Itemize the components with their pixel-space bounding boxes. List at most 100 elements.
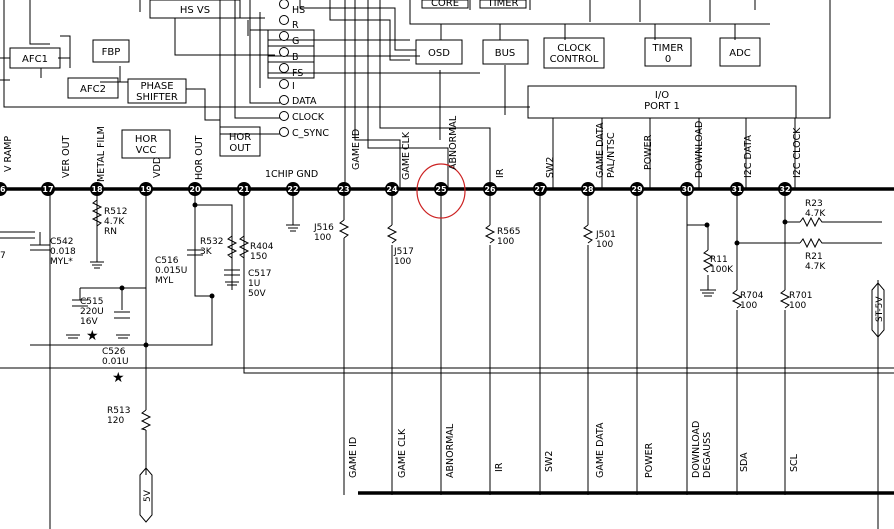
clock-control-label: CONTROL [550, 54, 599, 65]
signal-b: B [292, 52, 299, 63]
pin-number: 18 [91, 185, 103, 194]
c515-label: 16V [80, 317, 98, 327]
osd-label: OSD [428, 48, 450, 59]
bus-label: BUS [495, 48, 516, 59]
afc2-label: AFC2 [80, 84, 106, 95]
c516-label: 0.015U [155, 266, 187, 276]
j501-label: 100 [596, 240, 613, 250]
hor-vcc-label: HOR [135, 134, 157, 145]
r23-resistor [799, 216, 825, 228]
pin-number: 30 [681, 185, 693, 194]
star-icon: ★ [86, 328, 99, 344]
bus-label-6: POWER [644, 442, 655, 478]
pin-number: 20 [189, 185, 201, 194]
pin-number: 28 [582, 185, 594, 194]
highlight-circle [416, 163, 466, 219]
r23-label: R23 [805, 199, 823, 209]
pin-marker [0, 182, 7, 196]
bus-label-1: GAME CLK [397, 428, 408, 478]
blocks [9, 0, 797, 159]
pin-label-16: I2C CLOCK [792, 127, 803, 178]
fbp-label: FBP [102, 47, 121, 58]
pin-label-4: HOR OUT [194, 135, 205, 180]
pin-marker [434, 182, 448, 196]
j516-label: J516 [313, 223, 334, 233]
pin-numbers: 1617181920212223242526272829303132 [0, 182, 792, 196]
pin-marker [41, 182, 55, 196]
pin-label-3: VDD [152, 157, 163, 178]
c517-label: C517 [248, 269, 271, 279]
bus-label-2: ABNORMAL [445, 423, 456, 478]
pin-number: 16 [0, 185, 6, 194]
component-labels: R5124.7KRNC5420.018MYL*R5323KC5160.015UM… [0, 199, 826, 426]
bus-label-5: GAME DATA [595, 422, 606, 478]
r513-label: R513 [107, 406, 130, 416]
r512-label: 4.7K [104, 217, 125, 227]
pin-marker [188, 182, 202, 196]
pin-marker [385, 182, 399, 196]
phase-shifter-label: PHASE [140, 81, 173, 92]
pin-label-12: PAL/NTSC [606, 132, 617, 178]
5v-connector [139, 467, 153, 523]
pin-marker [630, 182, 644, 196]
pin-number: 21 [238, 185, 250, 194]
junctions [119, 202, 788, 348]
signal-nodes [279, 0, 289, 137]
pin-number: 23 [338, 185, 349, 194]
r704-resistor [731, 289, 743, 309]
r11-label: 100K [710, 265, 734, 275]
pin-marker [90, 182, 104, 196]
bus-label-7: DOWNLOAD [691, 421, 702, 478]
r404-resistor [238, 235, 250, 259]
pin-label-5: GAME ID [351, 129, 362, 170]
r704-label: 100 [740, 301, 757, 311]
timer0-label: 0 [665, 54, 671, 65]
j517-resistor [386, 224, 398, 244]
c516-label: C516 [155, 256, 179, 266]
pin-number: 24 [386, 185, 398, 194]
pin-marker [483, 182, 497, 196]
signal-data: DATA [292, 96, 317, 107]
j501-resistor [582, 224, 594, 244]
pin-label-8: ABNORMAL [448, 115, 459, 170]
r11-label: R11 [710, 255, 728, 265]
pin-label-13: POWER [643, 134, 654, 170]
r565-label: R565 [497, 227, 520, 237]
hor-out-block-label: HOR [229, 132, 251, 143]
pin-marker [337, 182, 351, 196]
5v-label: 5V [143, 489, 153, 502]
pin-label-7: GAME [401, 152, 412, 180]
c542-label: 0.018 [50, 247, 76, 257]
signal-labels: VSHSRGBFSIDATACLOCKC_SYNC [292, 5, 329, 139]
j516-resistor [338, 219, 350, 239]
c516-capacitor [187, 249, 203, 256]
pin-marker [237, 182, 251, 196]
pin-number: 26 [484, 185, 496, 194]
star-icon: ★ [112, 370, 125, 386]
c7-label: 7 [0, 251, 6, 261]
pin-label-2: METAL FILM [96, 126, 107, 182]
phase-shifter-label: SHIFTER [136, 92, 178, 103]
c515-label: C515 [80, 297, 103, 307]
pin-label-14: DOWNLOAD [694, 121, 705, 178]
bus-label-0: GAME ID [348, 437, 359, 478]
r532-label: R532 [200, 237, 223, 247]
adc-label: ADC [729, 48, 751, 59]
c517-label: 1U [248, 279, 260, 289]
r512-label: R512 [104, 207, 127, 217]
signal-r: R [292, 20, 299, 31]
bus-label-10: SCL [789, 453, 800, 472]
bus-label-3: IR [494, 462, 505, 472]
pin-label-0: V RAMP [3, 136, 14, 172]
pin-number: 27 [534, 185, 545, 194]
r513-resistor [140, 409, 152, 431]
afc1-label: AFC1 [22, 54, 48, 65]
pin-marker [139, 182, 153, 196]
pin-number: 31 [731, 185, 743, 194]
signal-fs: FS [292, 68, 303, 79]
bus-label-4: SW2 [544, 451, 555, 472]
pin-number: 32 [779, 185, 790, 194]
